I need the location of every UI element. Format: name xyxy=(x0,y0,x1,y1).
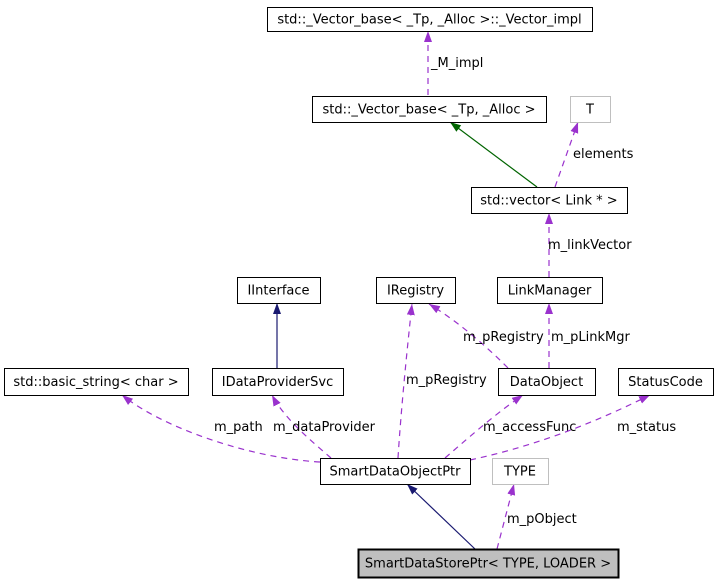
edge-label-do-plinkmgr: m_pLinkMgr xyxy=(551,330,631,345)
node-label-smartdataobjectptr: SmartDataObjectPtr xyxy=(330,465,462,480)
edge-sdop-pregistry xyxy=(397,303,415,459)
edge-label-m-pobject: m_pObject xyxy=(507,512,577,527)
node-label-linkmanager: LinkManager xyxy=(508,284,592,299)
node-statuscode[interactable]: StatusCode xyxy=(618,368,714,396)
node-box-linkmanager[interactable] xyxy=(497,277,603,304)
node-vector-base[interactable]: std::_Vector_base< _Tp, _Alloc > xyxy=(312,96,547,123)
edge-label-m-path: m_path xyxy=(214,420,263,435)
edge-vector-inherit xyxy=(449,121,538,188)
node-dataobject[interactable]: DataObject xyxy=(498,368,596,396)
edge-label-do-pregistry: m_pRegistry xyxy=(463,330,544,345)
node-t: T xyxy=(570,96,611,123)
node-box-iinterface[interactable] xyxy=(237,277,321,304)
node-label-dataobject: DataObject xyxy=(510,375,583,390)
node-vector-impl[interactable]: std::_Vector_base< _Tp, _Alloc >::_Vecto… xyxy=(267,7,593,32)
node-box-type xyxy=(492,458,549,485)
node-box-vector-link[interactable] xyxy=(471,187,628,214)
node-box-basic-string[interactable] xyxy=(4,368,189,396)
node-idataprovidersvc[interactable]: IDataProviderSvc xyxy=(212,368,344,396)
node-vector-link[interactable]: std::vector< Link * > xyxy=(471,187,628,214)
node-label-basic-string: std::basic_string< char > xyxy=(13,375,178,390)
edge-do-pregistry xyxy=(428,303,509,369)
edge-elements xyxy=(554,121,579,188)
node-label-idataprovidersvc: IDataProviderSvc xyxy=(222,375,334,390)
node-label-iregistry: IRegistry xyxy=(387,284,444,299)
node-label-vector-base: std::_Vector_base< _Tp, _Alloc > xyxy=(322,103,535,118)
node-linkmanager[interactable]: LinkManager xyxy=(497,277,603,304)
edge-label-sdop-pregistry: m_pRegistry xyxy=(406,373,487,388)
node-box-smartdataobjectptr[interactable] xyxy=(320,458,471,485)
node-box-vector-base[interactable] xyxy=(312,96,547,123)
node-type: TYPE xyxy=(492,458,549,485)
node-label-t: T xyxy=(585,103,594,118)
node-label-iinterface: IInterface xyxy=(247,284,309,299)
edge-m-accessfunc xyxy=(444,394,524,459)
node-label-vector-link: std::vector< Link * > xyxy=(480,194,617,209)
node-box-dataobject[interactable] xyxy=(498,368,596,396)
node-box-iregistry[interactable] xyxy=(376,277,456,304)
node-label-type: TYPE xyxy=(503,465,536,480)
edge-label-m-status: m_status xyxy=(617,420,676,435)
edge-m-pobject xyxy=(496,483,516,550)
node-iinterface[interactable]: IInterface xyxy=(237,277,321,304)
edge-m-status xyxy=(469,394,651,461)
node-smartdatastoreptr: SmartDataStorePtr< TYPE, LOADER > xyxy=(357,548,620,579)
edge-label-m-linkvector: m_linkVector xyxy=(548,238,632,253)
node-label-statuscode: StatusCode xyxy=(628,375,703,390)
node-box-smartdatastoreptr xyxy=(357,548,620,579)
edge-m-dataprovider xyxy=(271,394,332,459)
node-box-vector-impl[interactable] xyxy=(267,7,593,32)
edge-m-path xyxy=(121,394,321,463)
edge-label-m-impl: _M_impl xyxy=(430,56,483,71)
node-label-vector-impl: std::_Vector_base< _Tp, _Alloc >::_Vecto… xyxy=(277,13,581,28)
node-iregistry[interactable]: IRegistry xyxy=(376,277,456,304)
node-box-statuscode[interactable] xyxy=(618,368,714,396)
edge-label-elements: elements xyxy=(573,147,634,162)
edge-label-m-accessfunc: m_accessFunc xyxy=(483,420,576,435)
node-label-smartdatastoreptr: SmartDataStorePtr< TYPE, LOADER > xyxy=(365,557,611,572)
node-smartdataobjectptr[interactable]: SmartDataObjectPtr xyxy=(320,458,471,485)
edge-sdsp-inherit xyxy=(406,483,476,550)
node-box-idataprovidersvc[interactable] xyxy=(212,368,344,396)
edge-label-m-dataprovider: m_dataProvider xyxy=(273,420,376,435)
node-box-t xyxy=(570,96,611,123)
node-basic-string[interactable]: std::basic_string< char > xyxy=(4,368,189,396)
